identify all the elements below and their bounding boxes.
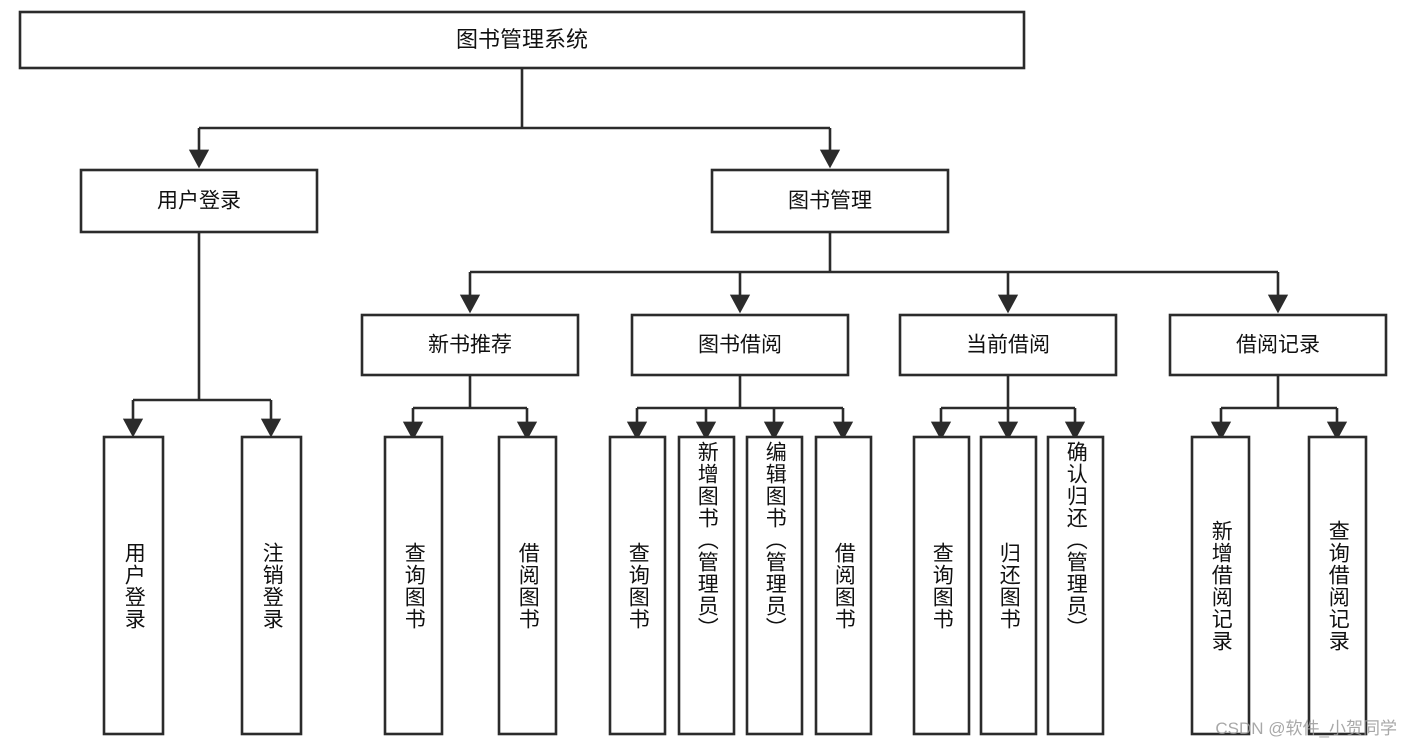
node-book-manage-box[interactable] [710,168,950,234]
node-book-manage[interactable]: 图书管理 [710,168,950,234]
node-leaf-query-record-box[interactable] [1307,435,1368,736]
node-user-login-box[interactable] [79,168,319,234]
node-root-box[interactable] [18,10,1026,70]
node-leaf-query-book-1-box[interactable] [383,435,444,736]
node-leaf-edit-book-box[interactable] [745,435,804,736]
node-root[interactable]: 图书管理系统 [18,10,1026,70]
connector-group-borrow-record [1210,375,1348,441]
connector-group-current-borrow [930,375,1086,441]
node-current-borrow-box[interactable] [898,313,1118,377]
connector-group-user-login [122,232,282,438]
connector-group-book-borrow [626,375,854,441]
node-book-borrow-label: 图书借阅 [698,334,782,357]
node-user-login-label: 用户登录 [157,190,241,213]
node-book-manage-label: 图书管理 [788,190,872,213]
node-leaf-query-book-2-box[interactable] [608,435,667,736]
node-borrow-record[interactable]: 借阅记录 [1168,313,1388,377]
node-book-borrow[interactable]: 图书借阅 [630,313,850,377]
node-current-borrow[interactable]: 当前借阅 [898,313,1118,377]
node-leaf-borrow-book-1-box[interactable] [497,435,558,736]
node-user-login[interactable]: 用户登录 [79,168,319,234]
node-current-borrow-label: 当前借阅 [966,334,1050,357]
node-leaf-query-book-3-box[interactable] [912,435,971,736]
node-leaf-return-book-box[interactable] [979,435,1038,736]
connector-group-book-manage [459,232,1289,314]
node-leaf-add-book-box[interactable] [677,435,736,736]
node-borrow-record-label: 借阅记录 [1236,334,1320,357]
node-new-book-recommend-label: 新书推荐 [428,334,512,357]
node-leaf-add-record-box[interactable] [1190,435,1251,736]
node-leaf-logout-login-box[interactable] [240,435,303,736]
node-leaf-user-login-box[interactable] [102,435,165,736]
node-book-borrow-box[interactable] [630,313,850,377]
node-leaf-borrow-book-2-box[interactable] [814,435,873,736]
leaf-boxes [102,435,1368,736]
node-root-label: 图书管理系统 [456,27,588,52]
node-new-book-recommend[interactable]: 新书推荐 [360,313,580,377]
connector-group-root [188,68,841,169]
node-leaf-confirm-return-box[interactable] [1046,435,1105,736]
node-new-book-recommend-box[interactable] [360,313,580,377]
connector-group-new-book-recommend [402,375,538,441]
node-borrow-record-box[interactable] [1168,313,1388,377]
